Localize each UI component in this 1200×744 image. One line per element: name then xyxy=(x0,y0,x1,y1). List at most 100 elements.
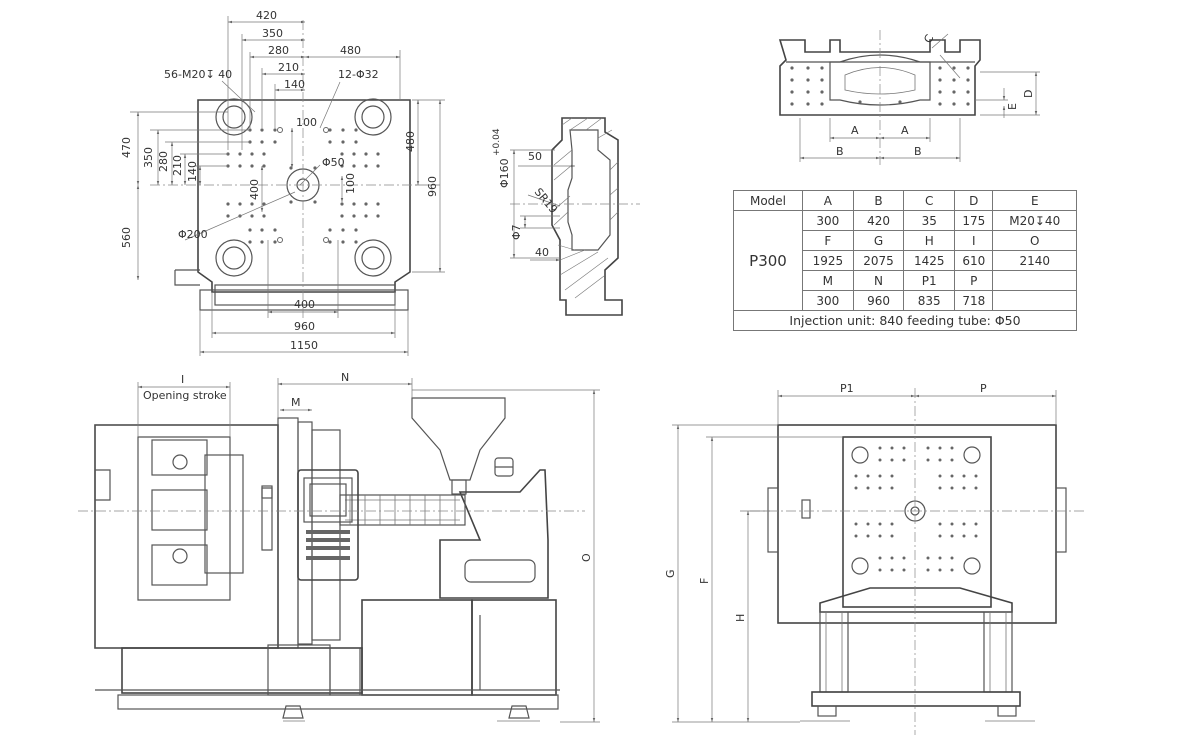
dim-100-right: 100 xyxy=(344,173,357,194)
table-cell: 2075 xyxy=(852,250,905,271)
table-cell: I xyxy=(954,230,994,251)
holes-note: 12-Φ32 xyxy=(338,68,379,81)
nozzle-40: 40 xyxy=(535,246,549,259)
table-cell xyxy=(992,270,1077,291)
table-cell: 835 xyxy=(903,290,956,311)
table-cell: M20↧40 xyxy=(992,210,1077,231)
table-footer: Injection unit: 840 feeding tube: Φ50 xyxy=(733,310,1077,331)
ejector-plate-view: A A B B D E C xyxy=(778,30,1040,165)
nozzle-sr19: SR19 xyxy=(532,186,560,216)
table-cell: 300 xyxy=(802,210,854,231)
dim-100-top: 100 xyxy=(296,116,317,129)
label-g: G xyxy=(664,569,677,578)
table-cell: 1925 xyxy=(802,250,854,271)
label-p: P xyxy=(980,382,987,395)
table-cell: 960 xyxy=(852,290,905,311)
table-row: Injection unit: 840 feeding tube: Φ50 xyxy=(733,310,1077,331)
dim-210: 210 xyxy=(278,61,299,74)
dim-210-left: 210 xyxy=(171,155,184,176)
table-cell: N xyxy=(852,270,905,291)
dim-400-bottom: 400 xyxy=(294,298,315,311)
front-view-labels: P1 P G F H xyxy=(664,382,987,622)
nozzle-phi7: Φ7 xyxy=(510,224,523,240)
platen-inner-dims: 100 400 100 Φ50 Φ200 xyxy=(178,116,357,241)
label-c: C xyxy=(921,32,936,45)
side-view-labels: I Opening stroke N M O xyxy=(143,371,593,562)
label-a-right: A xyxy=(901,124,909,137)
model-header: Model xyxy=(733,190,803,211)
table-cell: 2140 xyxy=(992,250,1077,271)
model-value: P300 xyxy=(733,210,803,311)
table-cell xyxy=(992,290,1077,311)
table-cell: F xyxy=(802,230,854,251)
label-d: D xyxy=(1022,90,1035,98)
center-dia: Φ50 xyxy=(322,156,345,169)
platen-right-dims: 480 960 xyxy=(404,131,439,197)
platen-left-dims: 470 350 280 210 140 560 xyxy=(120,137,199,248)
dim-470: 470 xyxy=(120,137,133,158)
table-cell: 420 xyxy=(852,210,905,231)
label-b-left: B xyxy=(836,145,844,158)
label-h: H xyxy=(734,614,747,622)
label-n: N xyxy=(341,371,349,384)
dim-350: 350 xyxy=(262,27,283,40)
table-cell: 35 xyxy=(903,210,956,231)
table-cell: H xyxy=(903,230,956,251)
thread-note: 56-M20↧ 40 xyxy=(164,68,232,81)
table-cell: 300 xyxy=(802,290,854,311)
dim-960-right: 960 xyxy=(426,176,439,197)
dim-1150: 1150 xyxy=(290,339,318,352)
dim-280: 280 xyxy=(268,44,289,57)
dim-140: 140 xyxy=(284,78,305,91)
table-row: P300 300 420 35 175 M20↧40 xyxy=(733,210,1077,311)
table-cell: M xyxy=(802,270,854,291)
table-cell: 1425 xyxy=(903,250,956,271)
label-e: E xyxy=(1006,103,1019,110)
table-cell: P1 xyxy=(903,270,956,291)
machine-front-view: P1 P G F H xyxy=(664,382,1085,735)
table-cell: 175 xyxy=(954,210,994,231)
table-cell: G xyxy=(852,230,905,251)
label-i: I xyxy=(181,373,184,386)
table-cell: E xyxy=(992,190,1077,211)
nozzle-section-view: Φ160 +0.04 50 SR19 Φ7 40 xyxy=(492,117,640,316)
nozzle-tol: +0.04 xyxy=(492,128,502,156)
table-cell: P xyxy=(954,270,994,291)
table-cell: O xyxy=(992,230,1077,251)
platen-top-dims: 420 350 280 210 140 480 56-M20↧ 40 12-Φ3… xyxy=(164,9,379,91)
dim-960-bottom: 960 xyxy=(294,320,315,333)
table-row: Model A B C D E xyxy=(733,190,1077,211)
dim-560: 560 xyxy=(120,227,133,248)
nozzle-dia: Φ160 xyxy=(498,158,511,188)
nozzle-dims: Φ160 +0.04 50 SR19 Φ7 40 xyxy=(492,128,560,259)
dim-140-left: 140 xyxy=(186,161,199,182)
ejector-plate-labels: A A B B D E C xyxy=(836,32,1035,158)
dim-400-inner: 400 xyxy=(248,179,261,200)
label-m: M xyxy=(291,396,301,409)
dim-480-top: 480 xyxy=(340,44,361,57)
table-cell: D xyxy=(954,190,994,211)
platen-view: 420 350 280 210 140 480 56-M20↧ 40 12-Φ3… xyxy=(120,9,445,356)
table-cell: B xyxy=(852,190,905,211)
bottom-dia: Φ200 xyxy=(178,228,208,241)
table-cell: C xyxy=(903,190,956,211)
table-cell: 610 xyxy=(954,250,994,271)
table-cell: A xyxy=(802,190,854,211)
label-f: F xyxy=(698,578,711,584)
label-b-right: B xyxy=(914,145,922,158)
machine-side-view: I Opening stroke N M O xyxy=(78,371,600,723)
label-a-left: A xyxy=(851,124,859,137)
spec-table: Model A B C D E P300 300 420 35 175 M20↧… xyxy=(733,190,1077,331)
table-cell: 718 xyxy=(954,290,994,311)
label-p1: P1 xyxy=(840,382,854,395)
table-row: F G H I O xyxy=(734,230,1077,251)
dim-350-left: 350 xyxy=(142,147,155,168)
nozzle-50: 50 xyxy=(528,150,542,163)
platen-bottom-dims: 400 960 1150 xyxy=(290,298,318,352)
dim-480-right: 480 xyxy=(404,131,417,152)
label-o: O xyxy=(580,553,593,562)
dim-280-left: 280 xyxy=(157,151,170,172)
table-row: 1925 2075 1425 610 2140 xyxy=(734,250,1077,271)
label-opening-stroke: Opening stroke xyxy=(143,389,227,402)
